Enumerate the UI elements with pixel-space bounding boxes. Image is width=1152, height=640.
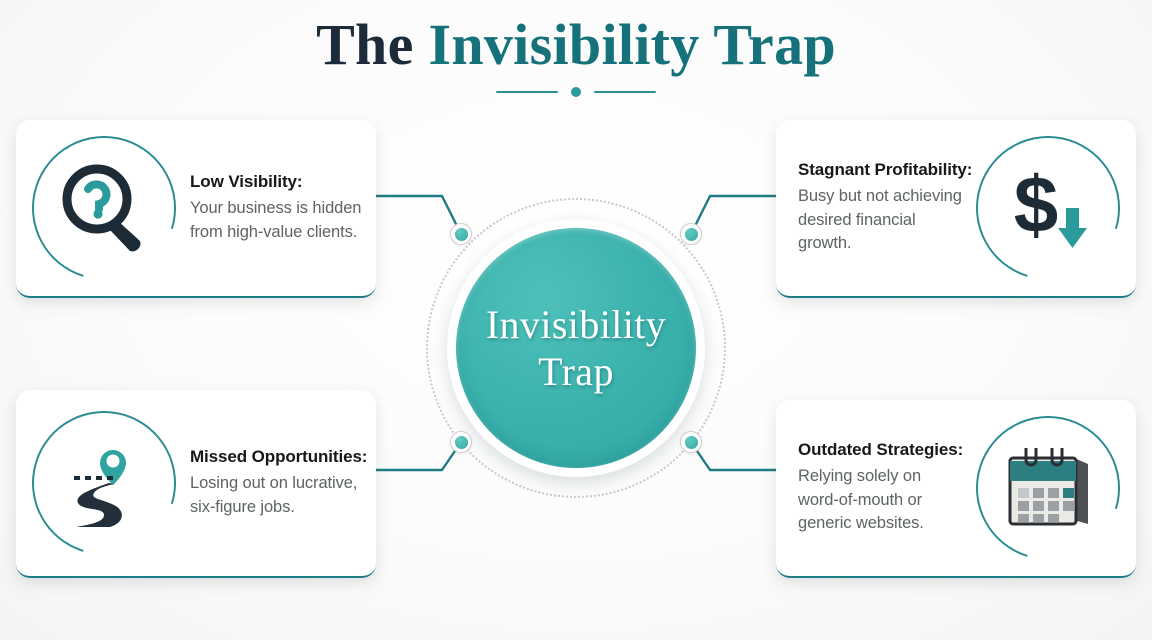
- divider-dot-icon: [571, 86, 581, 97]
- card-outdated-strategies[interactable]: Outdated Strategies: Relying solely on w…: [776, 390, 1146, 586]
- card-low-visibility[interactable]: Low Visibility: Your business is hidden …: [6, 110, 376, 306]
- card-body: Your business is hidden from high-value …: [190, 198, 362, 241]
- card-body: Relying solely on word-of-mouth or gener…: [798, 467, 924, 533]
- card-text: Outdated Strategies: Relying solely on w…: [790, 440, 966, 536]
- center-hub: Invisibility Trap: [447, 219, 705, 477]
- icon-medallion: [6, 110, 202, 306]
- connector-node-top-right: [680, 223, 702, 245]
- page-title-prefix: The: [316, 12, 429, 77]
- divider-bar-left: [496, 90, 558, 94]
- page-header: The Invisibility Trap: [0, 12, 1152, 98]
- dollar-down-arrow-icon: $: [1014, 160, 1087, 249]
- connector-node-top-left: [450, 223, 472, 245]
- card-missed-opportunities[interactable]: Missed Opportunities: Losing out on lucr…: [6, 385, 376, 581]
- connector-node-bottom-right: [680, 431, 702, 453]
- center-hub-disc: Invisibility Trap: [456, 228, 696, 468]
- card-title: Outdated Strategies:: [798, 440, 964, 460]
- wire-bottom-left: [374, 440, 463, 472]
- connector-node-bottom-left: [450, 431, 472, 453]
- card-title: Stagnant Profitability:: [798, 160, 973, 180]
- card-text: Low Visibility: Your business is hidden …: [186, 172, 362, 244]
- center-hub-label-line1: Invisibility: [485, 301, 667, 347]
- center-hub-label: Invisibility Trap: [486, 301, 666, 395]
- wire-top-right: [689, 194, 778, 236]
- calendar-icon: [1008, 448, 1088, 526]
- divider-bar-right: [594, 90, 656, 94]
- page-title-emphasis: Invisibility Trap: [428, 12, 836, 77]
- icon-medallion: $: [950, 110, 1146, 306]
- page-title: The Invisibility Trap: [0, 12, 1152, 77]
- icon-medallion: [6, 385, 202, 581]
- magnifier-question-icon: [62, 164, 141, 252]
- card-body: Busy but not achieving desired financial…: [798, 187, 962, 253]
- card-title: Missed Opportunities:: [190, 446, 368, 466]
- winding-road-pin-icon: [74, 450, 126, 527]
- center-hub-label-line2: Trap: [538, 349, 614, 394]
- card-text: Missed Opportunities: Losing out on lucr…: [186, 446, 368, 519]
- hub-dotted-orbit: [426, 198, 726, 498]
- card-body: Losing out on lucrative, six-figure jobs…: [190, 473, 358, 516]
- svg-text:$: $: [1014, 160, 1059, 249]
- icon-medallion: [950, 390, 1146, 586]
- card-title: Low Visibility:: [190, 171, 303, 191]
- wire-bottom-right: [689, 440, 778, 472]
- wire-top-left: [374, 194, 463, 236]
- card-stagnant-profitability[interactable]: Stagnant Profitability: Busy but not ach…: [776, 110, 1146, 306]
- title-divider: [496, 86, 656, 98]
- card-text: Stagnant Profitability: Busy but not ach…: [790, 160, 973, 256]
